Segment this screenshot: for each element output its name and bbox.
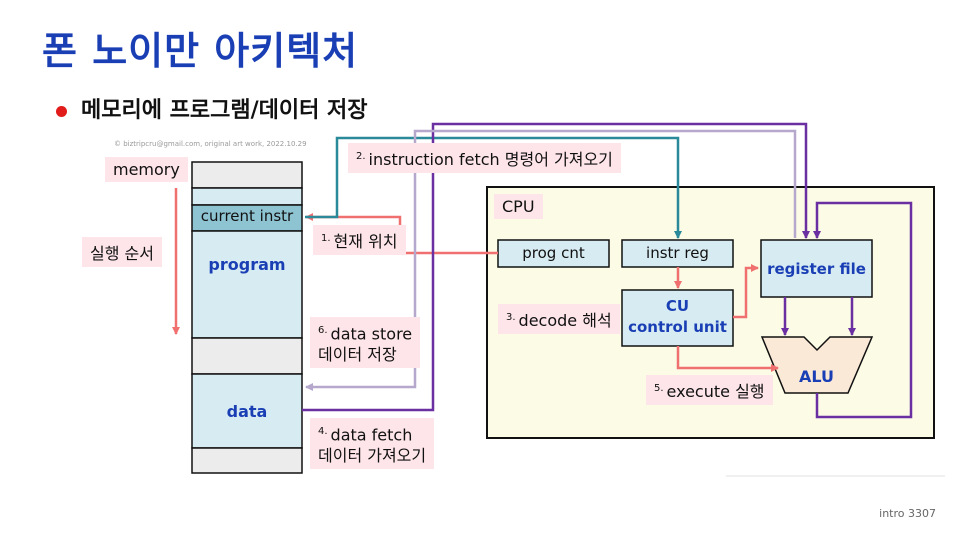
- page-title: 폰 노이만 아키텍처: [42, 29, 359, 73]
- memory-cell-top: [191, 161, 303, 189]
- bullet-dot-icon: [56, 105, 67, 117]
- step6-text-line2: 데이터 저장: [318, 345, 397, 365]
- step2-number: 2.: [356, 150, 366, 162]
- cpu-label: CPU: [494, 194, 543, 219]
- memory-cell-current-instr: [191, 204, 303, 232]
- instr-reg-label: instr reg: [646, 244, 709, 262]
- execution-order-label: 실행 순서: [82, 237, 162, 267]
- step1-text: 현재 위치: [333, 232, 398, 251]
- prog-cnt-box: [497, 239, 610, 268]
- step5-text: execute 실행: [666, 382, 765, 401]
- cu-label-line1: CU: [665, 297, 690, 315]
- cu-label: CU control unit: [622, 296, 733, 338]
- memory-cell-bottom: [191, 447, 303, 474]
- step6-label: 6.data store 데이터 저장: [310, 317, 421, 369]
- step3-number: 3.: [506, 311, 516, 323]
- step1-number: 1.: [321, 232, 331, 244]
- step4-label: 4.data fetch 데이터 가져오기: [310, 418, 435, 470]
- step4-number: 4.: [318, 426, 328, 437]
- instruction-fetch-arrow: [305, 136, 682, 239]
- memory-cell-pre: [191, 187, 303, 206]
- data-fetch-arrow: [302, 122, 810, 412]
- current-instr-label: current instr: [200, 207, 294, 225]
- execute-arrow: [676, 346, 779, 372]
- cu-box: [621, 289, 734, 347]
- data-store-arrow: [305, 129, 797, 391]
- prog-cnt-label: prog cnt: [522, 244, 585, 262]
- slide-footer: intro 3307: [879, 507, 936, 520]
- step6-number: 6.: [318, 325, 328, 336]
- memory-cell-data: [191, 373, 303, 449]
- bullet-point: 메모리에 프로그램/데이터 저장: [56, 92, 367, 124]
- step4-text-line1: data fetch: [330, 425, 413, 445]
- memory-label: memory: [105, 157, 188, 182]
- memory-cell-gap: [191, 337, 303, 375]
- alu-output-arrow: [813, 201, 913, 419]
- bullet-text: 메모리에 프로그램/데이터 저장: [81, 98, 368, 123]
- step5-label: 5.execute 실행: [646, 375, 773, 405]
- step6-text-line1: data store: [330, 324, 413, 344]
- cu-label-line2: control unit: [628, 318, 727, 336]
- register-file-box: [760, 239, 873, 298]
- data-label: data: [226, 402, 268, 421]
- step3-text: decode 해석: [518, 311, 612, 330]
- alu-shape: [760, 336, 874, 394]
- alu-label: ALU: [799, 367, 834, 386]
- step2-text: instruction fetch 명령어 가져오기: [368, 150, 613, 169]
- step2-label: 2.instruction fetch 명령어 가져오기: [348, 143, 621, 173]
- register-file-label: register file: [767, 260, 866, 278]
- step5-number: 5.: [654, 382, 664, 394]
- watermark: © biztripcru@gmail.com, original art wor…: [114, 140, 307, 148]
- step1-label: 1.현재 위치: [313, 225, 406, 255]
- cu-to-register-arrow: [733, 264, 759, 319]
- step4-text-line2: 데이터 가져오기: [318, 446, 427, 466]
- step3-label: 3.decode 해석: [498, 304, 620, 334]
- program-label: program: [208, 255, 286, 274]
- memory-cell-program: [191, 230, 303, 339]
